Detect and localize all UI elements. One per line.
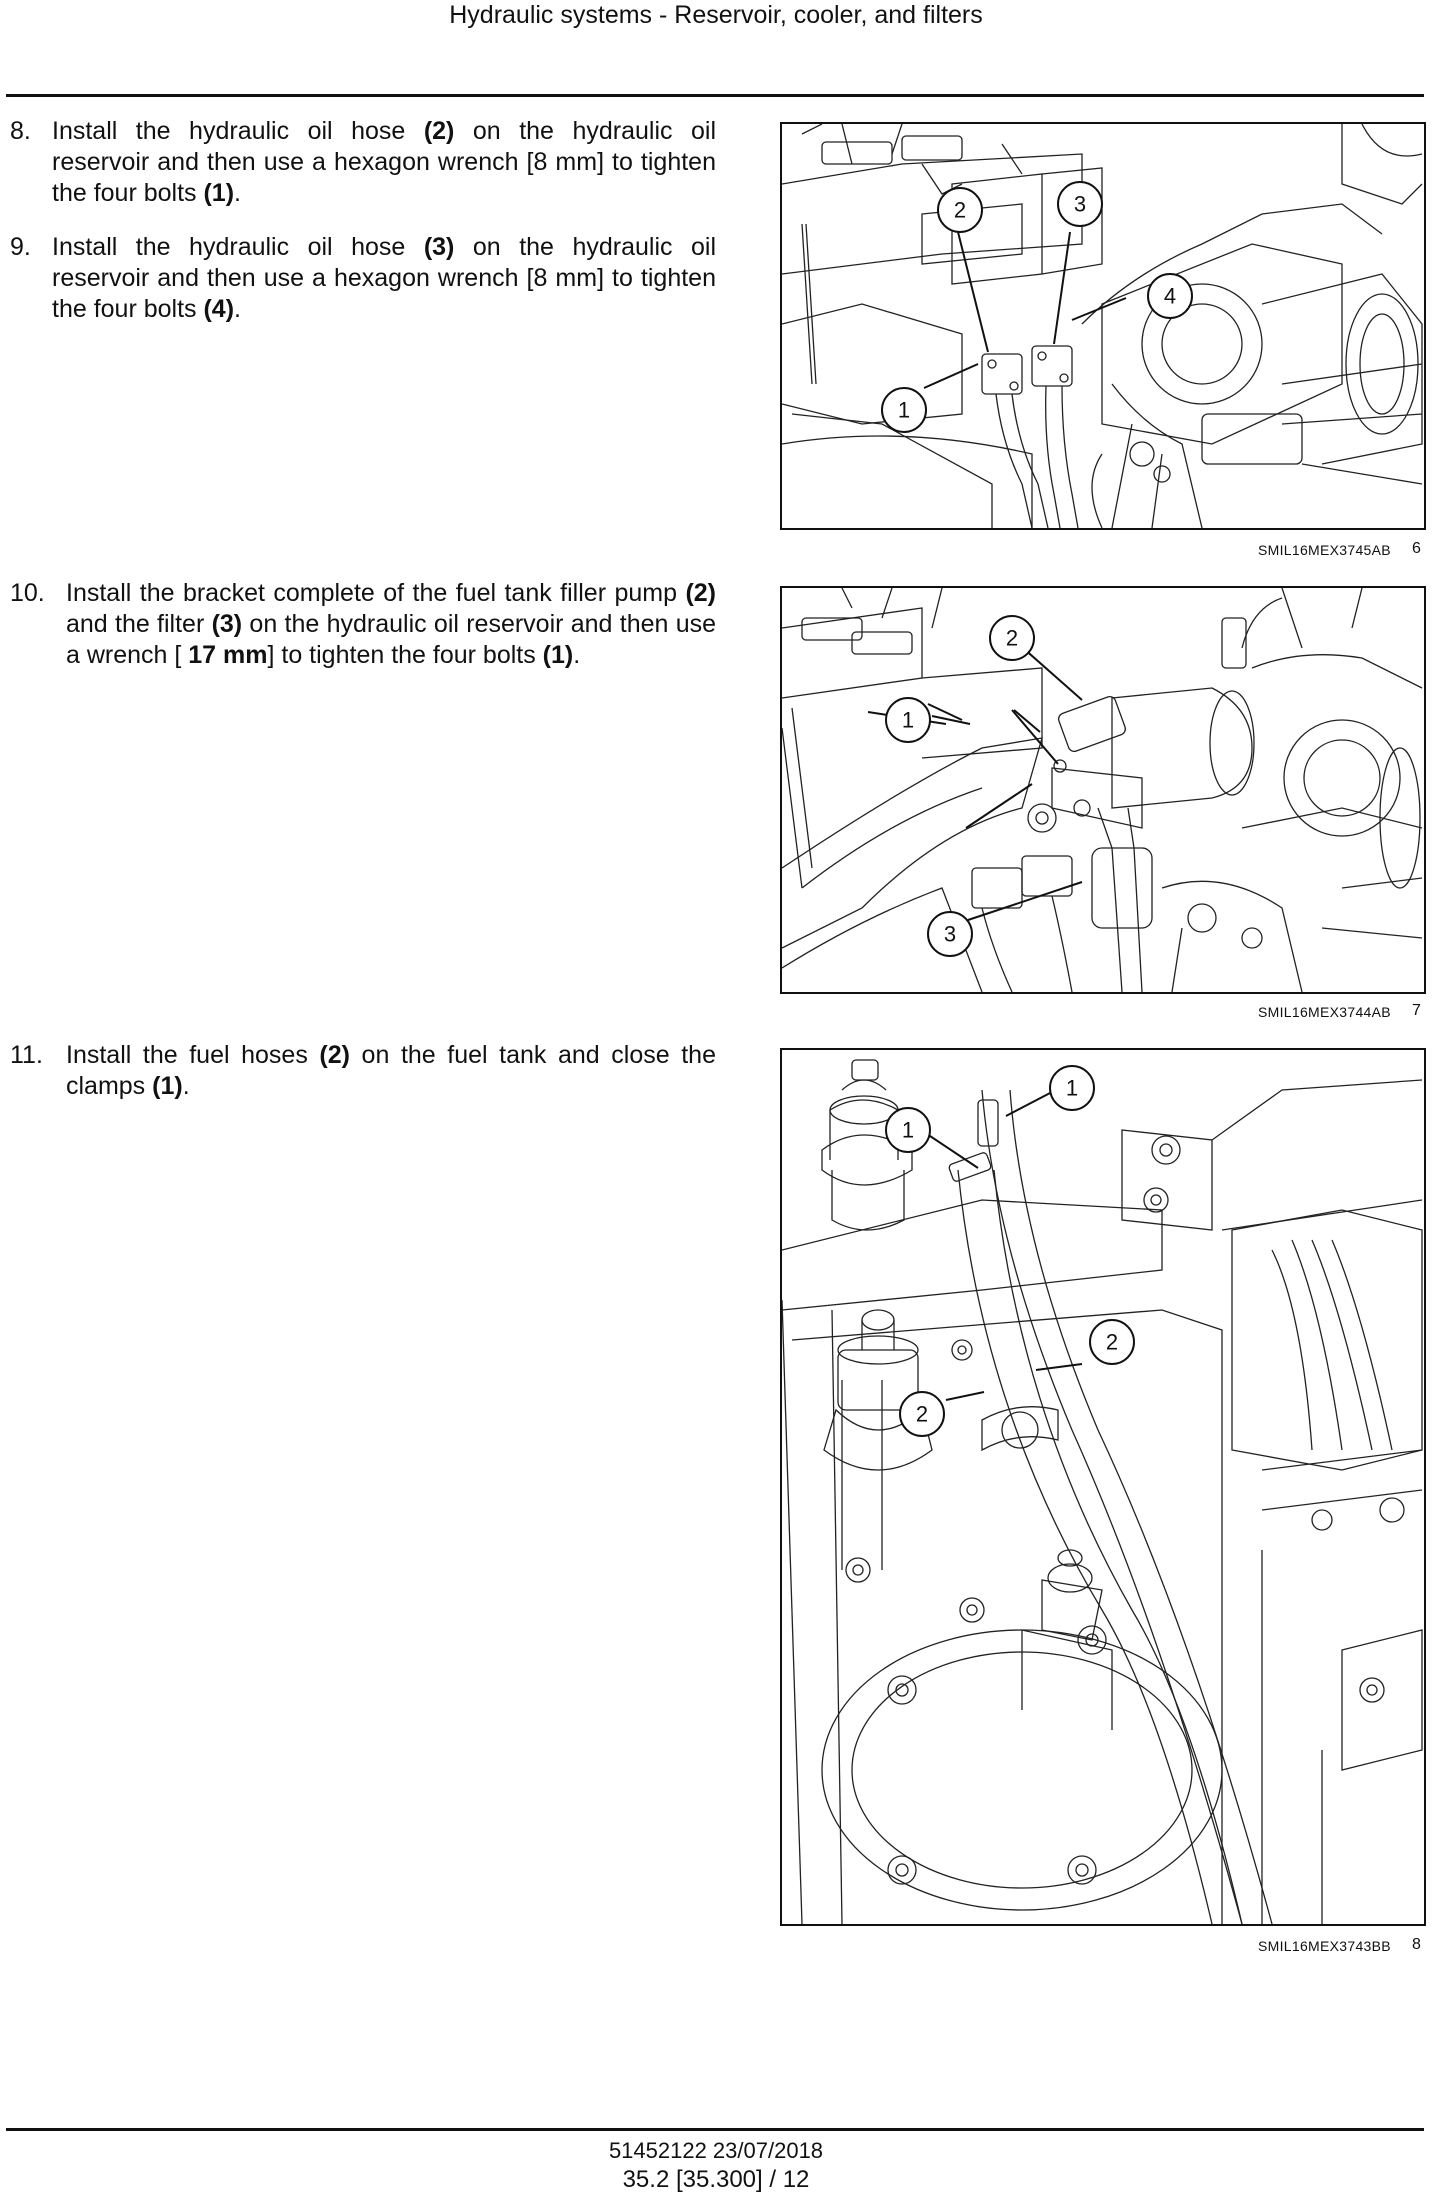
step-text: Install the hydraulic oil hose (3) on th… bbox=[52, 233, 717, 323]
svg-text:1: 1 bbox=[898, 398, 910, 423]
svg-text:1: 1 bbox=[902, 708, 914, 733]
step-10: 10. Install the bracket complete of the … bbox=[10, 578, 716, 671]
step-11: 11. Install the fuel hoses (2) on the fu… bbox=[10, 1040, 716, 1102]
footer-rule bbox=[6, 2128, 1424, 2131]
figure-code: SMIL16MEX3745AB bbox=[1258, 542, 1391, 558]
svg-text:2: 2 bbox=[1006, 626, 1018, 651]
step-text: Install the bracket complete of the fuel… bbox=[66, 579, 717, 669]
svg-text:4: 4 bbox=[1164, 284, 1176, 309]
header-rule bbox=[6, 94, 1424, 97]
page-header: Hydraulic systems - Reservoir, cooler, a… bbox=[449, 1, 983, 29]
step-text: Install the fuel hoses (2) on the fuel t… bbox=[66, 1041, 716, 1100]
figure-code: SMIL16MEX3743BB bbox=[1258, 1938, 1391, 1954]
figure-8-illustration: 1 1 2 2 bbox=[780, 1048, 1426, 1926]
figure-number: 8 bbox=[1412, 1936, 1421, 1953]
figure-code: SMIL16MEX3744AB bbox=[1258, 1004, 1391, 1020]
step-8: 8. Install the hydraulic oil hose (2) on… bbox=[10, 116, 716, 209]
figure-number: 6 bbox=[1412, 540, 1421, 557]
figure-number: 7 bbox=[1412, 1002, 1421, 1019]
footer-doc-ref: 51452122 23/07/2018 bbox=[608, 2138, 824, 2163]
svg-text:2: 2 bbox=[954, 198, 966, 223]
figure-7-illustration: 2 1 3 bbox=[780, 586, 1426, 994]
figure-6-illustration: 2 3 4 1 bbox=[780, 122, 1426, 530]
footer-page-ref: 35.2 [35.300] / 12 bbox=[622, 2166, 810, 2193]
step-number: 10. bbox=[10, 579, 45, 607]
svg-text:1: 1 bbox=[1066, 1076, 1078, 1101]
svg-text:2: 2 bbox=[1106, 1330, 1118, 1355]
step-number: 9. bbox=[10, 233, 31, 261]
svg-text:1: 1 bbox=[902, 1118, 914, 1143]
svg-text:2: 2 bbox=[916, 1402, 928, 1427]
step-text: Install the hydraulic oil hose (2) on th… bbox=[52, 117, 717, 207]
svg-text:3: 3 bbox=[1074, 192, 1086, 217]
step-number: 11. bbox=[10, 1041, 43, 1069]
step-9: 9. Install the hydraulic oil hose (3) on… bbox=[10, 232, 716, 325]
svg-text:3: 3 bbox=[944, 922, 956, 947]
step-number: 8. bbox=[10, 117, 31, 145]
